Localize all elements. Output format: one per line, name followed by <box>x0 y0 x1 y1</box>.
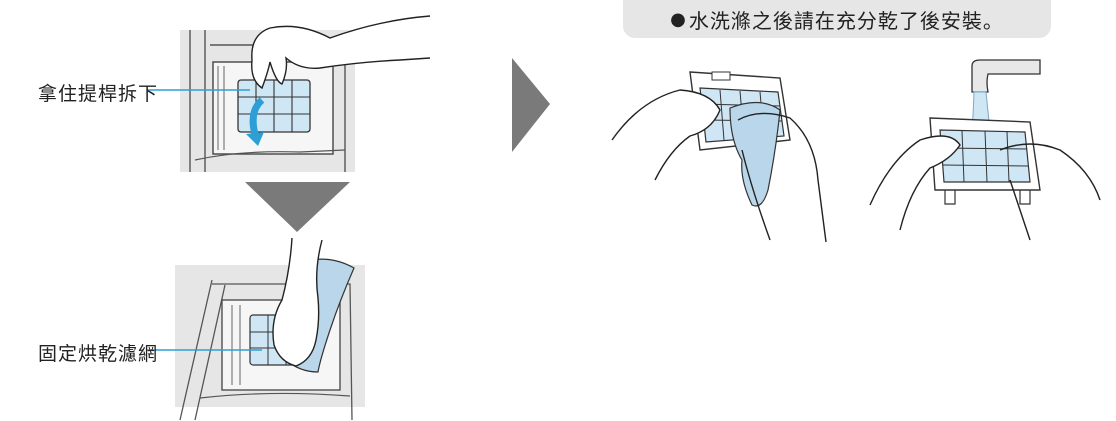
remove-step-label: 拿住提桿拆下 <box>38 79 158 106</box>
faucet-icon <box>972 60 1040 92</box>
drying-note-text: 水洗滌之後請在充分乾了後安裝。 <box>689 5 1004 34</box>
cloth-icon-2 <box>730 102 780 206</box>
panel-remove-filter <box>147 16 430 172</box>
right-arrow-icon <box>512 58 550 152</box>
panel-wash-filter <box>870 60 1100 240</box>
fix-step-label: 固定烘乾濾網 <box>38 339 158 366</box>
bullet-icon: ● <box>670 9 687 30</box>
drying-note-banner: ● 水洗滌之後請在充分乾了後安裝。 <box>623 0 1051 38</box>
filter-frame-wash <box>930 118 1040 204</box>
hand-icon-2 <box>273 238 322 366</box>
panel-fix-filter <box>147 238 365 420</box>
drying-filter <box>238 80 310 132</box>
down-arrow-icon <box>245 182 350 232</box>
panel-wipe-filter <box>612 72 826 242</box>
